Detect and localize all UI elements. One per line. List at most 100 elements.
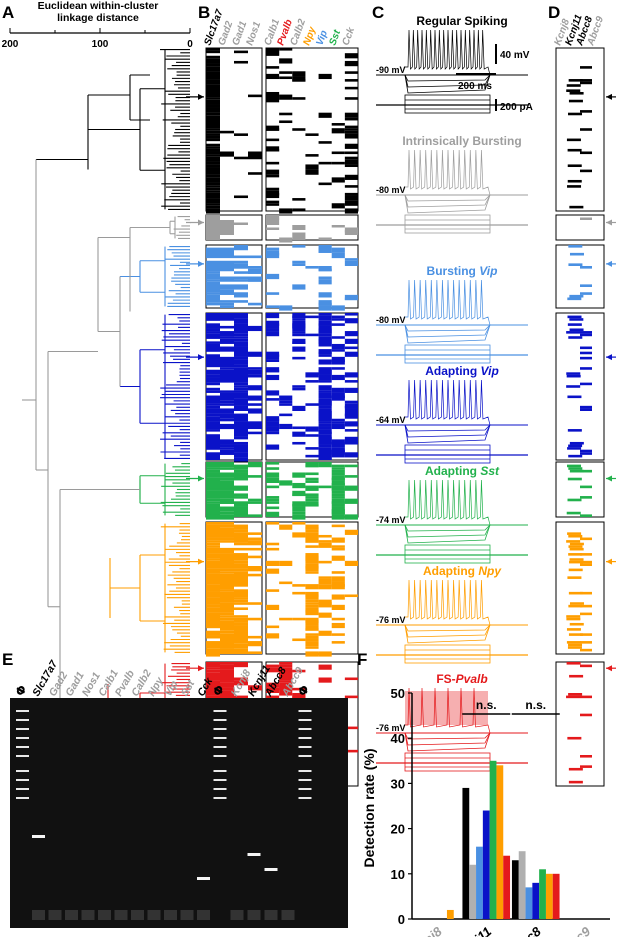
heatmap-b2-cell — [344, 260, 358, 266]
heatmap-b1-cell — [206, 164, 220, 168]
heatmap-b1-cell — [248, 431, 262, 435]
heatmap-b2-cell — [331, 395, 345, 401]
heatmap-b2-cell — [318, 112, 332, 118]
y-tick-label: 50 — [391, 686, 405, 701]
heatmap-b1-cell — [206, 558, 220, 561]
heatmap-d-cell — [568, 112, 583, 116]
heatmap-b1-cell — [248, 602, 262, 605]
heatmap-b1-cell — [234, 573, 248, 579]
heatmap-b2-cell — [305, 604, 319, 608]
gel-band — [197, 877, 210, 880]
trace-hyperpol — [404, 732, 491, 752]
heatmap-b1-cell — [206, 651, 220, 657]
heatmap-b2-cell — [318, 677, 332, 683]
heatmap-b1-cell — [234, 403, 248, 406]
heatmap-b2-cell — [279, 581, 293, 585]
heatmap-d-cell — [580, 537, 592, 541]
heatmap-b1-cell — [234, 284, 248, 290]
heatmap-b2-cell — [266, 187, 280, 191]
heatmap-b1-cell — [206, 454, 220, 460]
y-axis-label: Detection rate (%) — [361, 748, 377, 867]
bar — [446, 909, 454, 919]
heatmap-b1-cell — [234, 356, 248, 360]
heatmap-b1-cell — [220, 130, 234, 134]
heatmap-b2-cell — [266, 418, 280, 422]
heatmap-b1-cell — [220, 524, 234, 528]
cluster-title-gene: Vip — [481, 364, 499, 378]
heatmap-b1-cell — [220, 400, 234, 404]
heatmap-d-cell — [567, 185, 582, 188]
heatmap-b1-cell — [248, 555, 262, 559]
heatmap-d-cell — [580, 469, 592, 473]
trace-hyperpol — [404, 732, 491, 740]
trace-spikes — [405, 279, 491, 326]
heatmap-b2-cell — [279, 480, 293, 486]
heatmap-b2-cell — [331, 161, 345, 165]
heatmap-b1-cell — [220, 522, 234, 525]
heatmap-b1-cell — [206, 133, 220, 136]
heatmap-b1-cell — [234, 436, 248, 440]
heatmap-b2-cell — [292, 669, 306, 673]
heatmap-b2-cell — [266, 444, 280, 450]
cluster-title-gene: Sst — [480, 464, 500, 478]
heatmap-b2-cell — [305, 620, 319, 623]
heatmap-b1-cell — [220, 664, 234, 670]
heatmap-b2-cell — [266, 323, 280, 329]
heatmap-b1-cell — [234, 597, 248, 600]
cluster-arrow-d-head — [606, 558, 612, 565]
trace-hyperpol — [404, 324, 491, 332]
heatmap-b1-cell — [248, 367, 262, 370]
heatmap-b1-cell — [206, 328, 220, 332]
heatmap-b2-cell — [318, 302, 332, 306]
heatmap-b1-cell — [234, 571, 248, 577]
heatmap-d-cell — [568, 444, 583, 448]
heatmap-b1-cell — [206, 323, 220, 329]
heatmap-b1-cell — [206, 284, 220, 287]
heatmap-d-cell — [569, 441, 584, 445]
current-steps — [404, 752, 491, 772]
heatmap-b1-cell — [206, 48, 220, 51]
heatmap-b2-cell — [266, 66, 280, 69]
heatmap-b2-cell — [344, 297, 358, 301]
heatmap-d-cell — [566, 641, 581, 644]
heatmap-b1-cell — [206, 112, 220, 116]
cluster-title: Intrinsically Bursting — [402, 134, 521, 148]
gene-header-b2: Vip — [314, 29, 330, 47]
heatmap-d-cell — [580, 612, 592, 616]
heatmap-b2-cell — [279, 680, 293, 683]
heatmap-b1-cell — [248, 532, 262, 535]
heatmap-b1-cell — [206, 94, 220, 98]
heatmap-b2-cell — [266, 496, 280, 499]
heatmap-b1-cell — [234, 315, 248, 319]
heatmap-b1-cell — [234, 662, 248, 668]
heatmap-b1-cell — [234, 581, 248, 587]
heatmap-d-cell — [568, 336, 583, 339]
heatmap-b2-cell — [344, 112, 358, 118]
heatmap-b2-cell — [266, 128, 280, 131]
heatmap-b2-cell — [305, 154, 319, 157]
heatmap-b1-cell — [234, 695, 248, 699]
heatmap-b2-cell — [344, 318, 358, 324]
heatmap-b1-cell — [206, 128, 220, 131]
heatmap-b2-cell — [266, 313, 280, 319]
trace-hyperpol — [404, 424, 491, 438]
heatmap-b1-cell — [248, 302, 262, 306]
heatmap-b1-cell — [206, 237, 220, 240]
heatmap-b2-cell — [292, 263, 306, 266]
heatmap-b2-cell — [331, 524, 345, 528]
heatmap-b1-cell — [220, 550, 234, 554]
heatmap-b2-cell — [318, 441, 332, 445]
heatmap-b2-cell — [344, 86, 358, 90]
heatmap-b2-cell — [344, 485, 358, 491]
heatmap-b2-cell — [266, 174, 280, 178]
heatmap-b2-cell — [344, 560, 358, 566]
gel-ladder-band — [213, 797, 227, 799]
heatmap-b2-cell — [305, 164, 319, 170]
heatmap-b1-cell — [234, 333, 248, 337]
dendrogram-tick-100: 100 — [92, 39, 109, 50]
panel-letter-c: C — [372, 3, 384, 22]
heatmap-b2-cell — [318, 664, 332, 670]
heatmap-b2-cell — [318, 542, 332, 548]
heatmap-d-cell — [568, 780, 583, 784]
